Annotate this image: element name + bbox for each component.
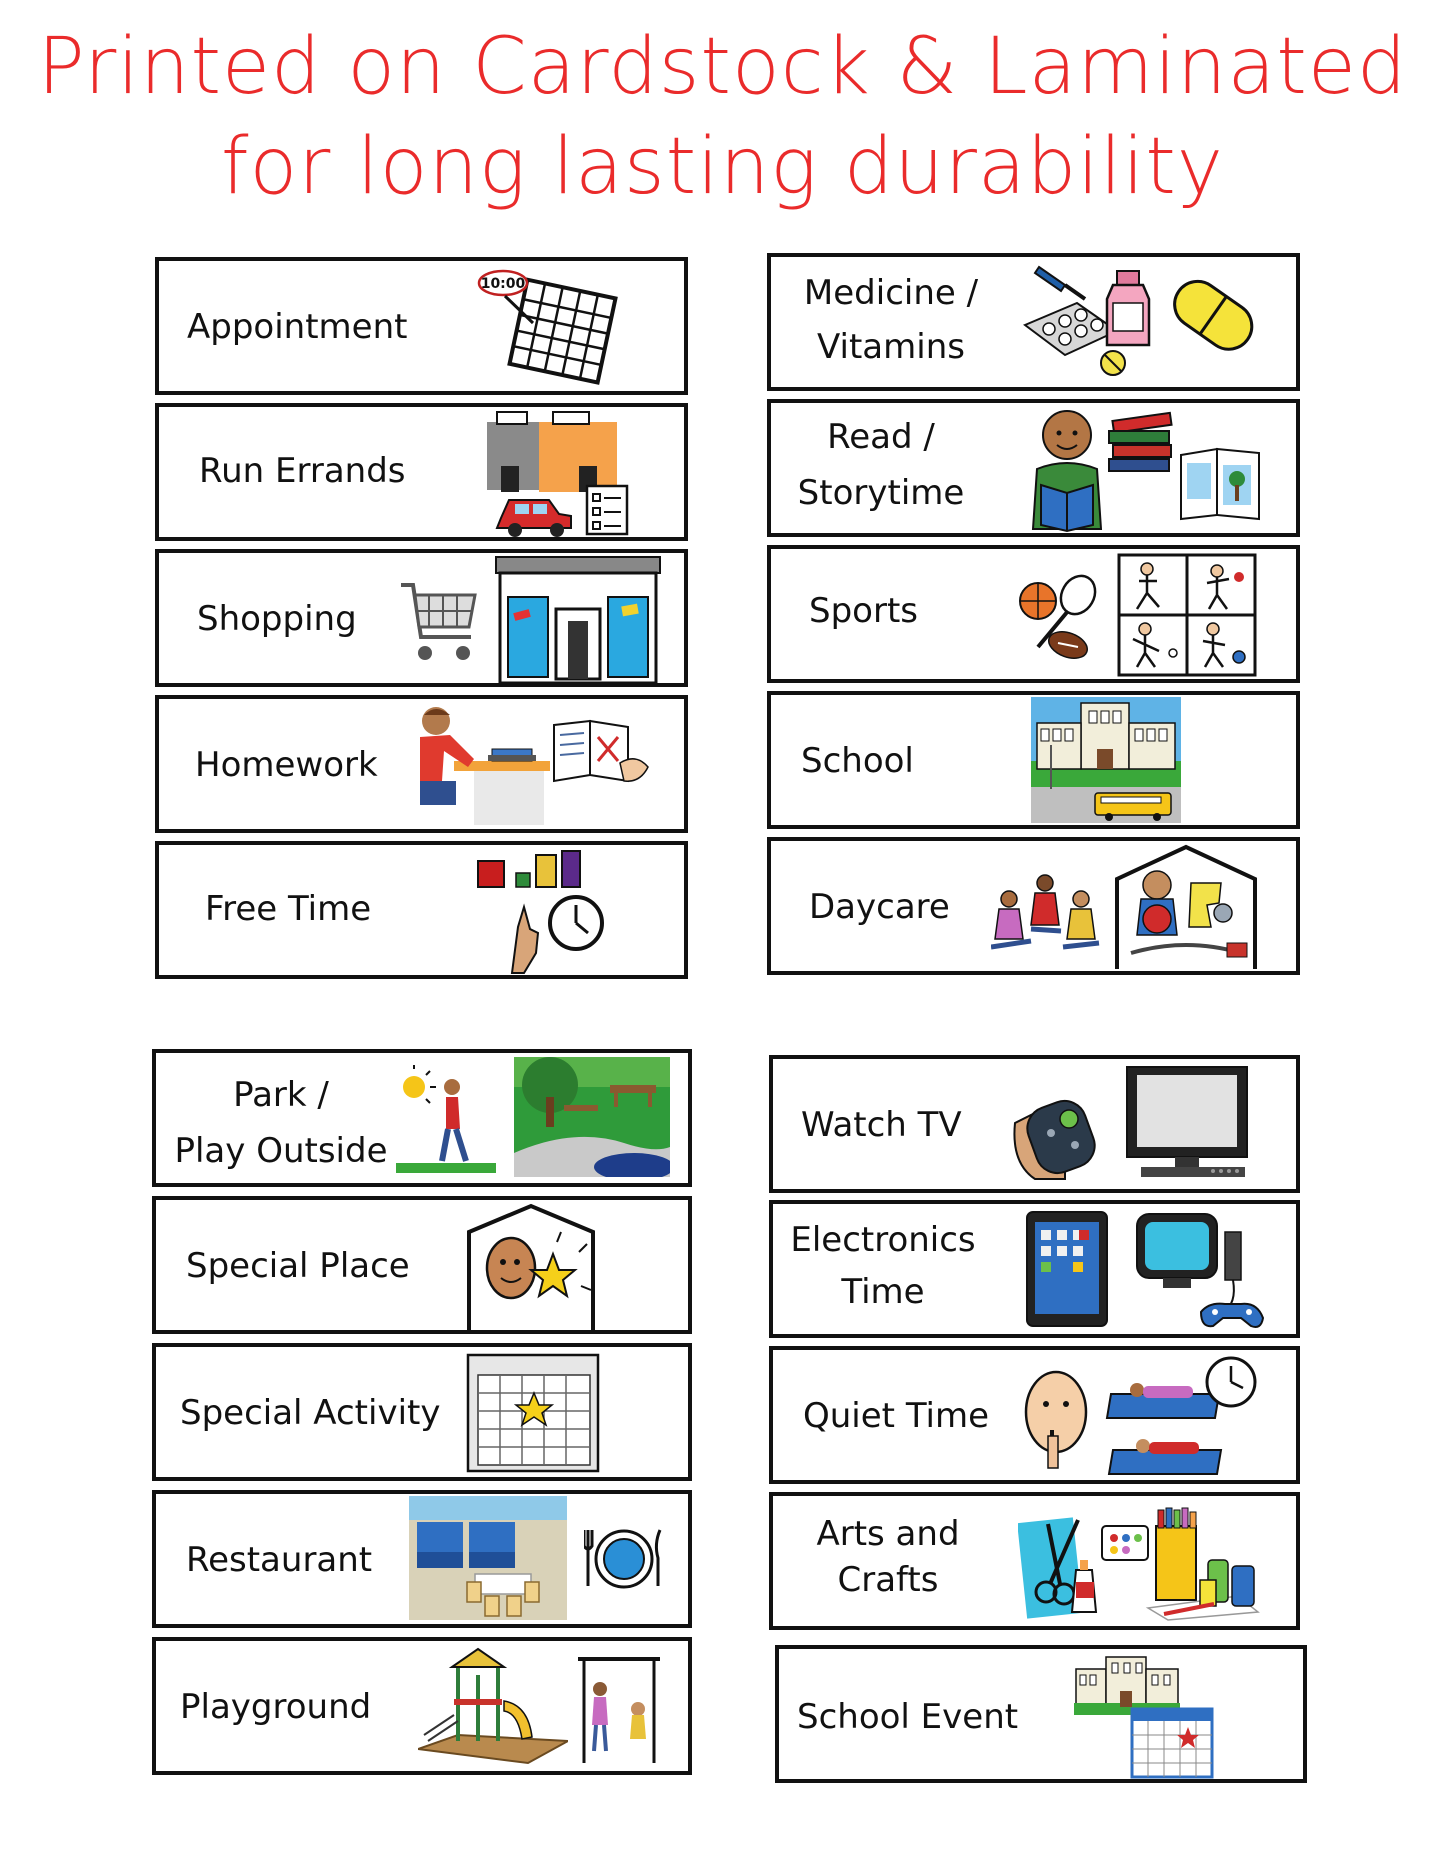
card-label: Free Time	[205, 889, 372, 929]
card-label-line2: Storytime	[797, 473, 965, 513]
card-label: School Event	[797, 1697, 1019, 1737]
card-label-line2: Crafts	[837, 1560, 939, 1600]
school-event-icon	[1074, 1656, 1214, 1779]
card-label: Homework	[195, 745, 378, 785]
card-quiet-time[interactable]: Quiet Time	[769, 1346, 1300, 1484]
tablet-icon	[1026, 1211, 1108, 1327]
card-label: School	[801, 741, 914, 781]
sports-icon	[1117, 553, 1257, 677]
card-free-time[interactable]: Free Time	[155, 841, 688, 979]
title-line-2: for long lasting durability	[221, 122, 1224, 212]
homework-icon	[420, 707, 649, 825]
card-label: Daycare	[809, 887, 950, 927]
arts-crafts-icon	[1018, 1507, 1260, 1621]
playground-icon	[418, 1647, 568, 1765]
plate-icon	[584, 1529, 662, 1589]
children-icon	[991, 874, 1100, 950]
clock-text: 10:00	[481, 276, 526, 292]
daycare-icon	[1115, 844, 1257, 969]
card-sports[interactable]: Sports	[767, 545, 1300, 683]
card-label: Appointment	[187, 307, 408, 347]
card-shopping[interactable]: Shopping	[155, 549, 688, 687]
card-label-line1: Electronics	[790, 1220, 976, 1260]
card-label: Restaurant	[186, 1540, 373, 1580]
card-electronics[interactable]: Electronics Time	[769, 1200, 1300, 1338]
game-console-icon	[1136, 1213, 1265, 1328]
card-label-line2: Play Outside	[174, 1131, 388, 1171]
card-label: Watch TV	[801, 1105, 962, 1145]
special-place-icon	[467, 1203, 595, 1330]
card-school-event[interactable]: School Event	[775, 1645, 1307, 1783]
card-label-line1: Medicine /	[803, 273, 979, 313]
card-label-line1: Arts and	[816, 1514, 960, 1554]
sports-balls-icon	[1019, 574, 1097, 659]
card-daycare[interactable]: Daycare	[767, 837, 1300, 975]
restaurant-icon	[409, 1496, 567, 1620]
quiet-time-icon	[1105, 1356, 1257, 1475]
swing-icon	[578, 1657, 660, 1763]
card-homework[interactable]: Homework	[155, 695, 688, 833]
card-park[interactable]: Park / Play Outside	[152, 1049, 692, 1187]
card-label-line2: Time	[841, 1272, 925, 1312]
card-label: Run Errands	[199, 451, 406, 491]
store-car-icon	[487, 411, 629, 537]
park-icon	[514, 1057, 670, 1177]
card-special-place[interactable]: Special Place	[152, 1196, 692, 1334]
card-read[interactable]: Read / Storytime	[767, 399, 1300, 537]
card-arts-crafts[interactable]: Arts and Crafts	[769, 1492, 1300, 1630]
store-front-icon	[495, 556, 661, 685]
card-label: Special Activity	[180, 1393, 441, 1433]
shopping-cart-icon	[401, 583, 477, 660]
card-playground[interactable]: Playground	[152, 1637, 692, 1775]
card-special-activity[interactable]: Special Activity	[152, 1343, 692, 1481]
remote-icon	[1013, 1099, 1096, 1180]
card-restaurant[interactable]: Restaurant	[152, 1490, 692, 1628]
special-activity-icon	[466, 1353, 600, 1473]
free-time-icon	[477, 850, 604, 974]
card-run-errands[interactable]: Run Errands	[155, 403, 688, 541]
medicine-icon	[1023, 265, 1254, 376]
card-label: Shopping	[197, 599, 357, 639]
calendar-icon: 10:00	[477, 269, 618, 385]
card-school[interactable]: School	[767, 691, 1300, 829]
reading-icon	[1031, 410, 1260, 533]
card-label: Playground	[180, 1687, 372, 1727]
card-medicine[interactable]: Medicine / Vitamins	[767, 253, 1300, 391]
card-label-line1: Read /	[827, 417, 935, 457]
card-label: Quiet Time	[803, 1396, 990, 1436]
school-building-icon	[1031, 697, 1181, 823]
tv-icon	[1126, 1066, 1248, 1177]
card-label-line2: Vitamins	[817, 327, 965, 367]
card-watch-tv[interactable]: Watch TV	[769, 1055, 1300, 1193]
card-label: Sports	[809, 591, 918, 631]
quiet-face-icon	[1024, 1370, 1088, 1469]
title-line-1: Printed on Cardstock & Laminated	[37, 22, 1408, 112]
card-label-line1: Park /	[233, 1075, 329, 1115]
sun-walker-icon	[396, 1065, 496, 1173]
card-appointment[interactable]: Appointment 10:00	[155, 257, 688, 395]
card-label: Special Place	[186, 1246, 410, 1286]
